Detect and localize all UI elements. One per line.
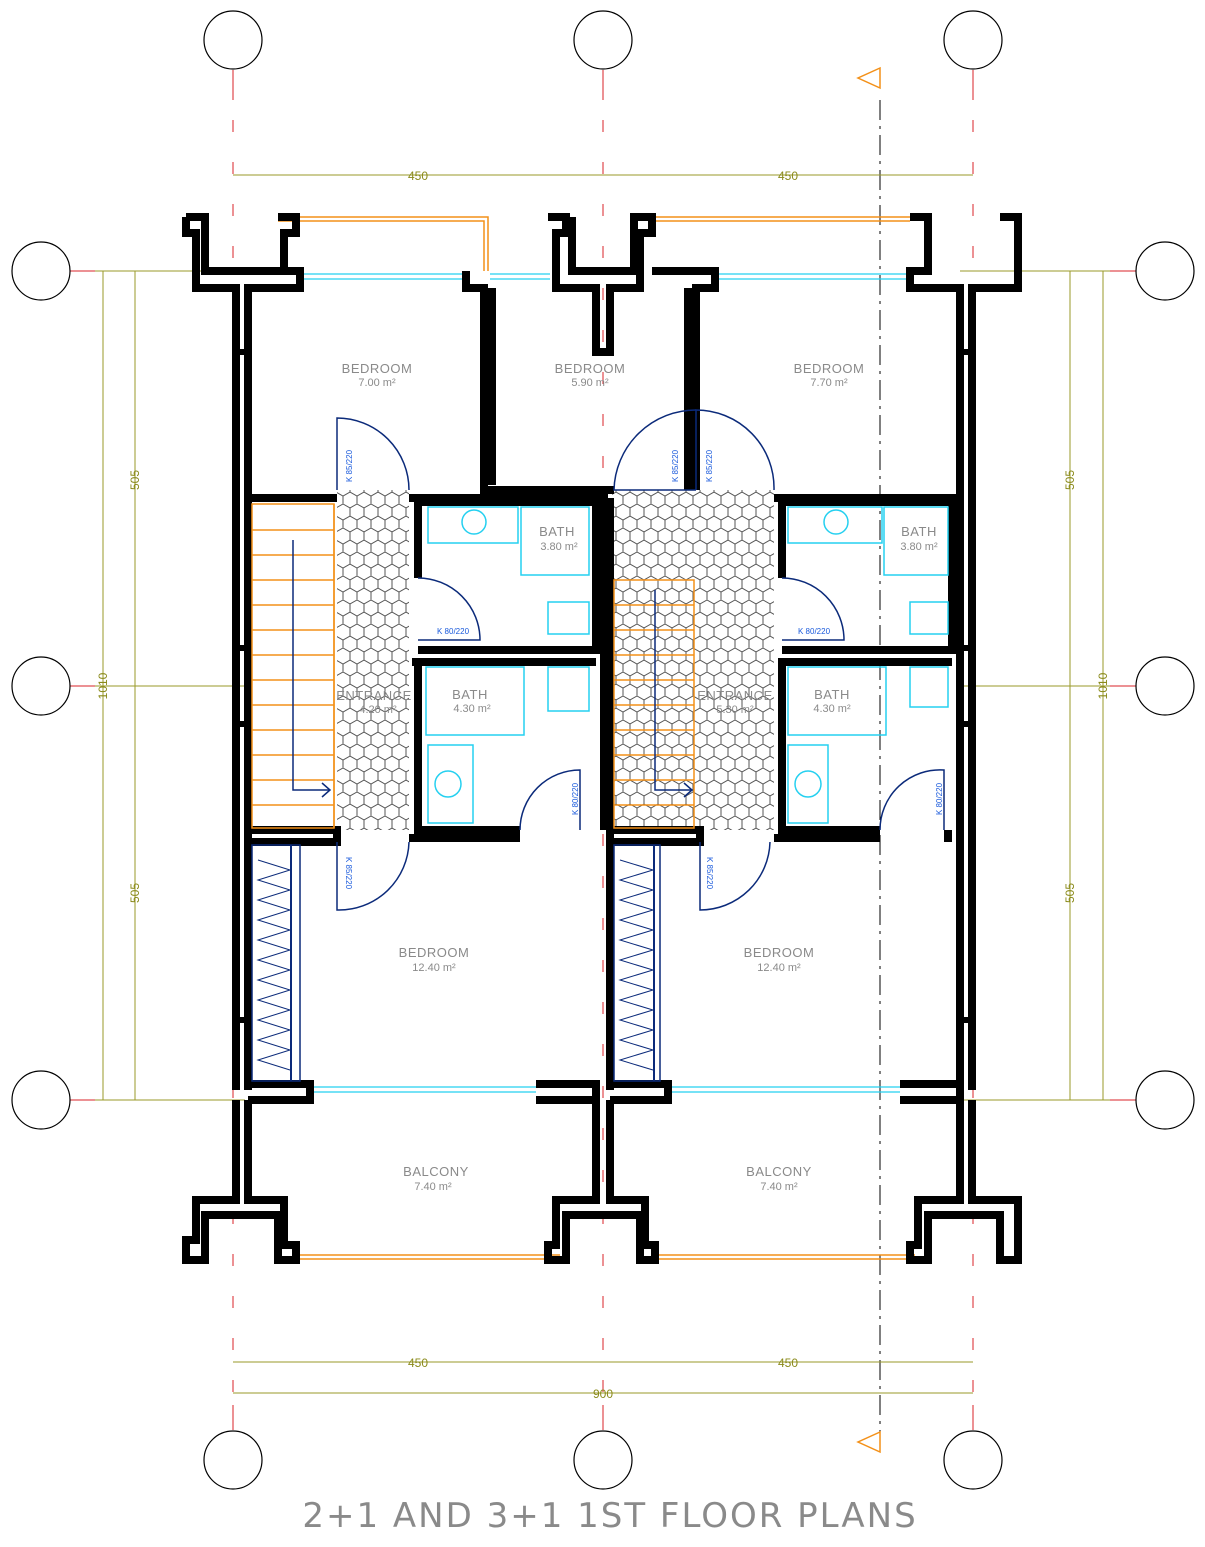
walls [182,213,1022,1264]
dim-right-bottom: 505 [1063,883,1077,903]
room-name-entrance-2: ENTRANCE [697,688,773,703]
grid-markers [11,10,1195,1490]
entrance-tiles-left [337,490,409,830]
room-area-bath-2: 3.80 m² [900,541,938,553]
door-label-6: K 80/220 [571,782,580,815]
room-name-bedroom-5: BEDROOM [744,945,815,960]
room-name-bath-2: BATH [901,524,937,539]
staircase-left [251,503,335,829]
room-area-entrance-2: 5.30 m² [716,704,754,716]
room-name-balcony-2: BALCONY [746,1164,812,1179]
room-area-bedroom-1: 7.00 m² [358,377,396,389]
room-name-balcony-1: BALCONY [403,1164,469,1179]
room-name-bedroom-1: BEDROOM [342,361,413,376]
door-label-4: K 80/220 [437,627,470,636]
entrance-tiles-right [612,490,774,830]
room-area-bath-4: 4.30 m² [813,703,851,715]
door-label-8: K 85/220 [344,857,353,890]
room-name-entrance-1: ENTRANCE [336,688,412,703]
dim-left-top: 505 [128,470,142,490]
room-area-bedroom-4: 12.40 m² [412,962,456,974]
door-label-5: K 80/220 [798,627,831,636]
dim-right-top: 505 [1063,470,1077,490]
door-label-2: K 85/220 [671,449,680,482]
dim-left-total: 1010 [96,672,110,699]
door-label-7: K 80/220 [935,782,944,815]
room-name-bath-1: BATH [539,524,575,539]
dim-right-total: 1010 [1096,672,1110,699]
door-label-1: K 85/220 [345,449,354,482]
wardrobe-left [251,844,301,1082]
room-area-balcony-2: 7.40 m² [760,1181,798,1193]
door-label-9: K 85/220 [705,857,714,890]
bath-fixtures [425,506,949,824]
dim-top-right: 450 [778,169,798,183]
dim-bottom-total: 900 [593,1387,613,1401]
dim-bottom-right: 450 [778,1356,798,1370]
room-name-bath-4: BATH [814,687,850,702]
room-name-bedroom-3: BEDROOM [794,361,865,376]
room-name-bedroom-2: BEDROOM [555,361,626,376]
door-label-3: K 85/220 [705,449,714,482]
room-area-bath-1: 3.80 m² [540,541,578,553]
dim-top-left: 450 [408,169,428,183]
dim-bottom-left: 450 [408,1356,428,1370]
room-area-balcony-1: 7.40 m² [414,1181,452,1193]
room-name-bedroom-4: BEDROOM [399,945,470,960]
top-railings [278,216,910,280]
room-area-bedroom-2: 5.90 m² [571,377,609,389]
staircase-right [613,579,695,829]
wardrobe-right [613,844,661,1082]
page-title: 2+1 AND 3+1 1ST FLOOR PLANS [302,1496,917,1536]
room-area-entrance-1: 4.20 m² [359,704,397,716]
section-markers [856,66,881,1454]
room-area-bedroom-3: 7.70 m² [810,377,848,389]
door-swings [336,409,945,911]
room-area-bath-3: 4.30 m² [453,703,491,715]
room-name-bath-3: BATH [452,687,488,702]
dim-left-bottom: 505 [128,883,142,903]
balcony-glass [296,1086,915,1260]
dimension-lines [95,174,1110,1394]
room-area-bedroom-5: 12.40 m² [757,962,801,974]
